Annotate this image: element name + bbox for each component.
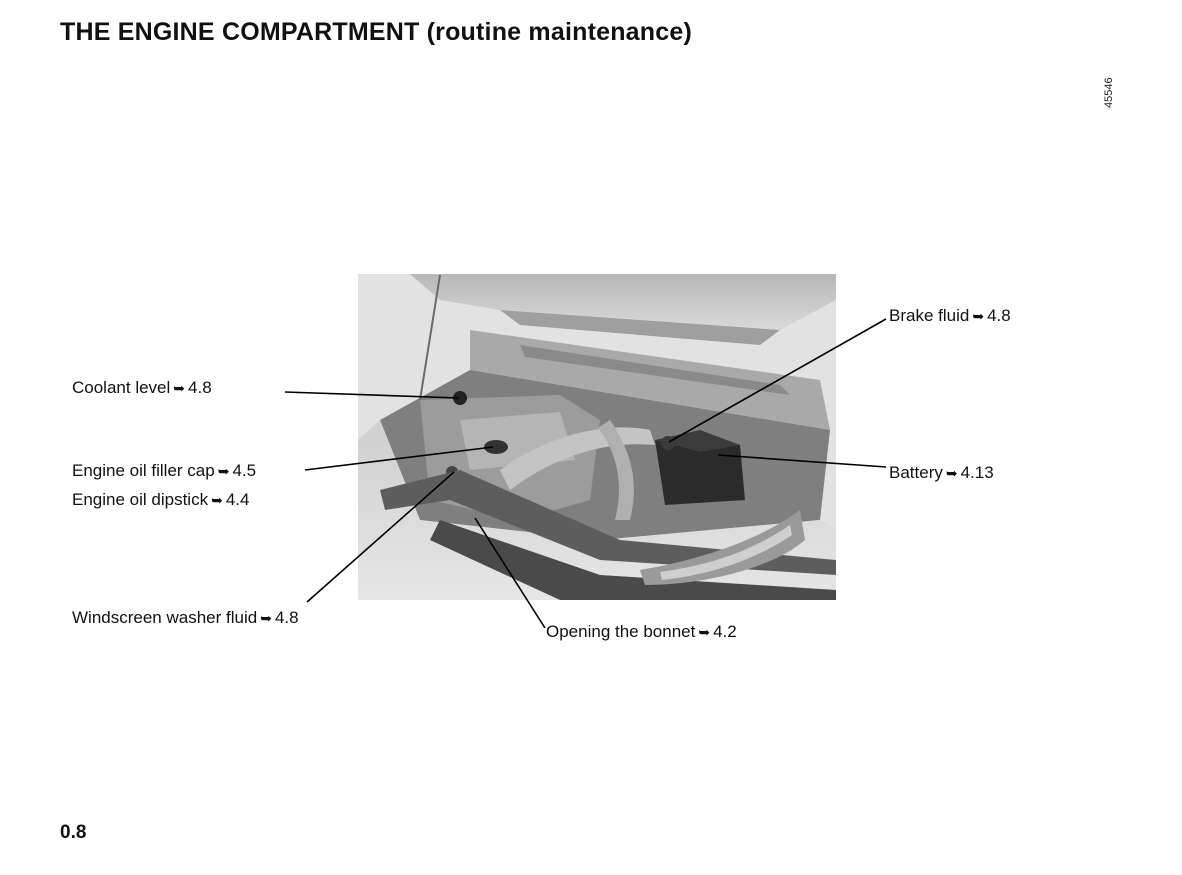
reference-arrow-icon: ➥ xyxy=(260,610,272,626)
callout-oilcap-text: Engine oil filler cap xyxy=(72,461,215,480)
image-reference-code: 45546 xyxy=(1103,77,1115,108)
callout-battery-text: Battery xyxy=(889,463,943,482)
callout-bonnet-ref: 4.2 xyxy=(713,622,737,641)
callout-coolant-level[interactable]: Coolant level➥4.8 xyxy=(72,378,212,398)
callout-battery-ref: 4.13 xyxy=(960,463,994,482)
callout-coolant-ref: 4.8 xyxy=(188,378,212,397)
callout-brake-text: Brake fluid xyxy=(889,306,970,325)
reference-arrow-icon: ➥ xyxy=(972,308,985,324)
callout-bonnet-text: Opening the bonnet xyxy=(546,622,696,641)
callout-engine-oil-dipstick[interactable]: Engine oil dipstick➥4.4 xyxy=(72,490,249,510)
leader-battery xyxy=(717,454,887,468)
callout-brake-ref: 4.8 xyxy=(987,306,1011,325)
page-number: 0.8 xyxy=(60,822,87,843)
leader-bonnet xyxy=(474,517,546,629)
leader-coolant xyxy=(284,391,460,399)
callout-washer-ref: 4.8 xyxy=(274,608,299,627)
callout-battery[interactable]: Battery➥4.13 xyxy=(889,463,994,483)
callout-engine-oil-filler-cap[interactable]: Engine oil filler cap➥4.5 xyxy=(72,461,256,481)
leader-oilcap xyxy=(304,446,494,471)
reference-arrow-icon: ➥ xyxy=(211,492,223,508)
callout-opening-the-bonnet[interactable]: Opening the bonnet➥4.2 xyxy=(546,622,737,642)
leader-washer xyxy=(306,471,455,603)
callout-dipstick-ref: 4.4 xyxy=(225,490,250,509)
reference-arrow-icon: ➥ xyxy=(945,465,958,481)
callout-windscreen-washer-fluid[interactable]: Windscreen washer fluid➥4.8 xyxy=(72,608,299,628)
page-title: THE ENGINE COMPARTMENT (routine maintena… xyxy=(60,18,692,46)
leader-brake xyxy=(668,318,887,443)
reference-arrow-icon: ➥ xyxy=(698,624,711,640)
callout-brake-fluid[interactable]: Brake fluid➥4.8 xyxy=(889,306,1011,326)
callout-washer-text: Windscreen washer fluid xyxy=(72,608,258,627)
callout-dipstick-text: Engine oil dipstick xyxy=(72,490,209,509)
reference-arrow-icon: ➥ xyxy=(173,380,186,396)
reference-arrow-icon: ➥ xyxy=(217,463,230,479)
callout-coolant-text: Coolant level xyxy=(72,378,171,397)
callout-oilcap-ref: 4.5 xyxy=(232,461,257,480)
